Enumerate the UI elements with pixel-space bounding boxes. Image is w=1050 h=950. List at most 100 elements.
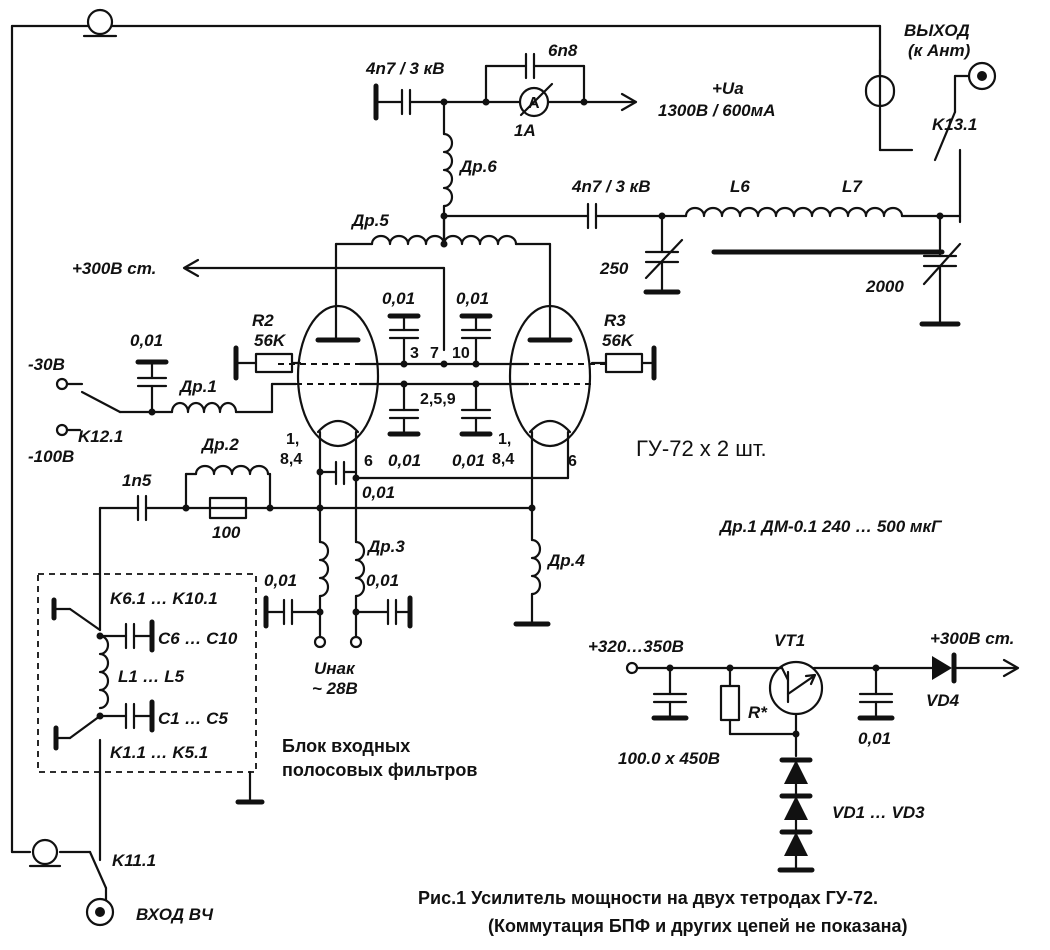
choke-2-label: Др.2	[200, 435, 239, 454]
pin-3-label: 3	[410, 345, 419, 362]
relay-k11-label: K11.1	[112, 851, 156, 870]
bias-100-label: -100В	[28, 447, 74, 466]
input-relay-k11	[88, 850, 108, 902]
screen-regulator	[625, 652, 1020, 873]
cap-heater-left-label: 0,01	[264, 571, 297, 590]
cathode-resistor-with-choke-2	[184, 464, 272, 520]
control-grid-line	[118, 359, 298, 416]
choke-6-label: Др.6	[458, 157, 497, 176]
pin-10-label: 10	[452, 345, 470, 362]
cap-screen-d-label: 0,01	[452, 451, 485, 470]
resistor-r2	[233, 345, 302, 381]
vt1-label: VT1	[774, 631, 805, 650]
input-rf-label: ВХОД ВЧ	[136, 905, 214, 924]
bias-switch-k12	[55, 377, 122, 437]
cap-cathode-label: 0,01	[362, 483, 395, 502]
choke-5	[334, 214, 552, 342]
ammeter-value: 1A	[514, 121, 536, 140]
r2-value: 56K	[254, 331, 287, 350]
cap-screen-a-label: 0,01	[382, 289, 415, 308]
cap-reg-label: 0,01	[858, 729, 891, 748]
k6-k10-label: K6.1 … K10.1	[110, 589, 218, 608]
pin-184-right-a: 1,	[498, 431, 511, 448]
ua-label: +Ua	[712, 79, 744, 98]
screen-supply-label: +300В ст.	[72, 259, 156, 278]
tank-coils	[684, 206, 962, 255]
cap-100-label: 100.0 х 450В	[618, 749, 720, 768]
r-star-label: R*	[748, 703, 768, 722]
psu-out-label: +300В ст.	[930, 629, 1014, 648]
ammeter-circuit	[440, 52, 638, 118]
ammeter-symbol: A	[528, 95, 540, 112]
screen-grid-network	[358, 313, 530, 437]
relay-control-loop	[10, 24, 914, 854]
cap-bias-label: 0,01	[130, 331, 163, 350]
coil-l6-label: L6	[730, 177, 750, 196]
tetrode-left	[278, 304, 398, 474]
bias-30-label: -30В	[28, 355, 65, 374]
output-coupling-capacitor	[442, 202, 688, 230]
var-cap-2000-label: 2000	[865, 277, 904, 296]
screen-supply-line	[182, 258, 446, 352]
pin-184-right-b: 8,4	[492, 451, 514, 468]
relay-coil-k13	[864, 58, 896, 108]
caption-line-1: Рис.1 Усилитель мощности на двух тетрода…	[418, 888, 878, 908]
c6-c10-label: C6 … C10	[158, 629, 238, 648]
anode-bypass-capacitor	[373, 83, 488, 121]
variable-capacitor-250	[643, 214, 684, 295]
cap-6n8-label: 6n8	[548, 41, 578, 60]
coil-l7-label: L7	[842, 177, 863, 196]
tube-count-label: ГУ-72 х 2 шт.	[636, 436, 767, 461]
relay-coil-top	[82, 8, 118, 38]
filter-block-label-b: полосовых фильтров	[282, 760, 477, 780]
heater-label: Uнак	[314, 659, 356, 678]
r2-name: R2	[252, 311, 274, 330]
cathode-network	[98, 460, 570, 544]
r3-value: 56K	[602, 331, 635, 350]
choke-1-label: Др.1	[178, 377, 217, 396]
choke-4	[513, 506, 551, 627]
ua-value: 1300В / 600мА	[658, 101, 775, 120]
pin-7-label: 7	[430, 345, 439, 362]
relay-coil-k11	[28, 838, 62, 868]
relay-k12-label: K12.1	[78, 427, 123, 446]
res-100-label: 100	[212, 523, 241, 542]
cap-screen-b-label: 0,01	[456, 289, 489, 308]
choke-6	[440, 100, 454, 242]
pin-6-right: 6	[568, 453, 577, 470]
pin-6-left: 6	[364, 453, 373, 470]
k1-k5-label: K1.1 … K5.1	[110, 743, 208, 762]
variable-capacitor-2000	[919, 214, 962, 327]
output-connector	[933, 61, 997, 224]
choke-1-note: Др.1 ДМ-0.1 240 … 500 мкГ	[718, 517, 943, 536]
l1-l5-label: L1 … L5	[118, 667, 185, 686]
cap-1n5-label: 1n5	[122, 471, 152, 490]
heater-value: ~ 28В	[312, 679, 358, 698]
pin-184-left-a: 1,	[286, 431, 299, 448]
vd1-vd3-label: VD1 … VD3	[832, 803, 925, 822]
cap-screen-c-label: 0,01	[388, 451, 421, 470]
output-sub-label: (к Ант)	[908, 41, 971, 60]
cap-heater-right-label: 0,01	[366, 571, 399, 590]
r3-name: R3	[604, 311, 626, 330]
resistor-r3	[590, 345, 657, 381]
pin-259-label: 2,5,9	[420, 391, 456, 408]
choke-3	[263, 540, 413, 649]
c1-c5-label: C1 … C5	[158, 709, 228, 728]
choke-4-label: Др.4	[546, 551, 585, 570]
var-cap-250-label: 250	[599, 259, 629, 278]
psu-in-label: +320…350В	[588, 637, 684, 656]
input-filter-block	[37, 506, 265, 862]
caption-line-2: (Коммутация БПФ и других цепей не показа…	[488, 916, 908, 936]
cap-4n7-mid-label: 4n7 / 3 кВ	[571, 177, 651, 196]
filter-block-label-a: Блок входных	[282, 736, 410, 756]
relay-k13-label: K13.1	[932, 115, 977, 134]
cap-4n7-top-label: 4n7 / 3 кВ	[365, 59, 445, 78]
pin-184-left-b: 8,4	[280, 451, 302, 468]
input-connector	[85, 897, 115, 927]
choke-5-label: Др.5	[350, 211, 389, 230]
output-label: ВЫХОД	[904, 21, 970, 40]
choke-3-label: Др.3	[366, 537, 405, 556]
vd4-label: VD4	[926, 691, 960, 710]
